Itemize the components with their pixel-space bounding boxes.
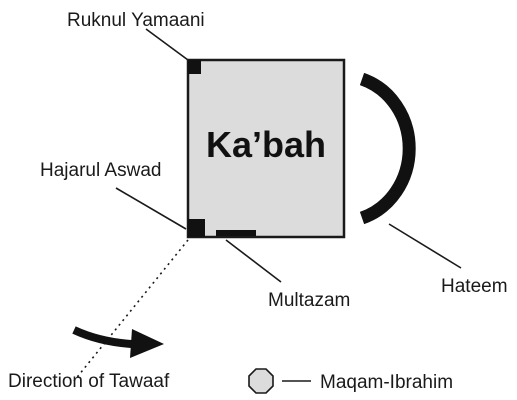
hateem-label: Hateem (441, 276, 508, 297)
multazam-leader (225, 239, 282, 283)
hateem-wall (359, 72, 416, 225)
multazam-marker (216, 230, 256, 236)
hajarul-aswad-leader (115, 187, 187, 230)
tawaaf-arrowhead-icon (130, 329, 164, 358)
ruknul-yamaani-label: Ruknul Yamaani (67, 10, 205, 31)
direction-of-tawaaf-label: Direction of Tawaaf (8, 371, 170, 392)
kabah-building (186, 58, 346, 239)
hajarul-aswad-marker (188, 219, 205, 237)
maqam-ibrahim-label: Maqam-Ibrahim (320, 372, 453, 393)
kabah-label: Ka’bah (206, 124, 326, 165)
ruknul-yamaani-marker (188, 60, 201, 74)
tawaaf-direction-arrow-icon (72, 326, 133, 348)
tawaaf-start-dotted-line (73, 239, 189, 382)
hajarul-aswad-label: Hajarul Aswad (40, 160, 161, 181)
multazam-label: Multazam (268, 290, 350, 311)
ruknul-yamaani-leader (145, 28, 189, 61)
hateem-leader (388, 223, 462, 269)
maqam-ibrahim-octagon-icon (248, 368, 274, 394)
